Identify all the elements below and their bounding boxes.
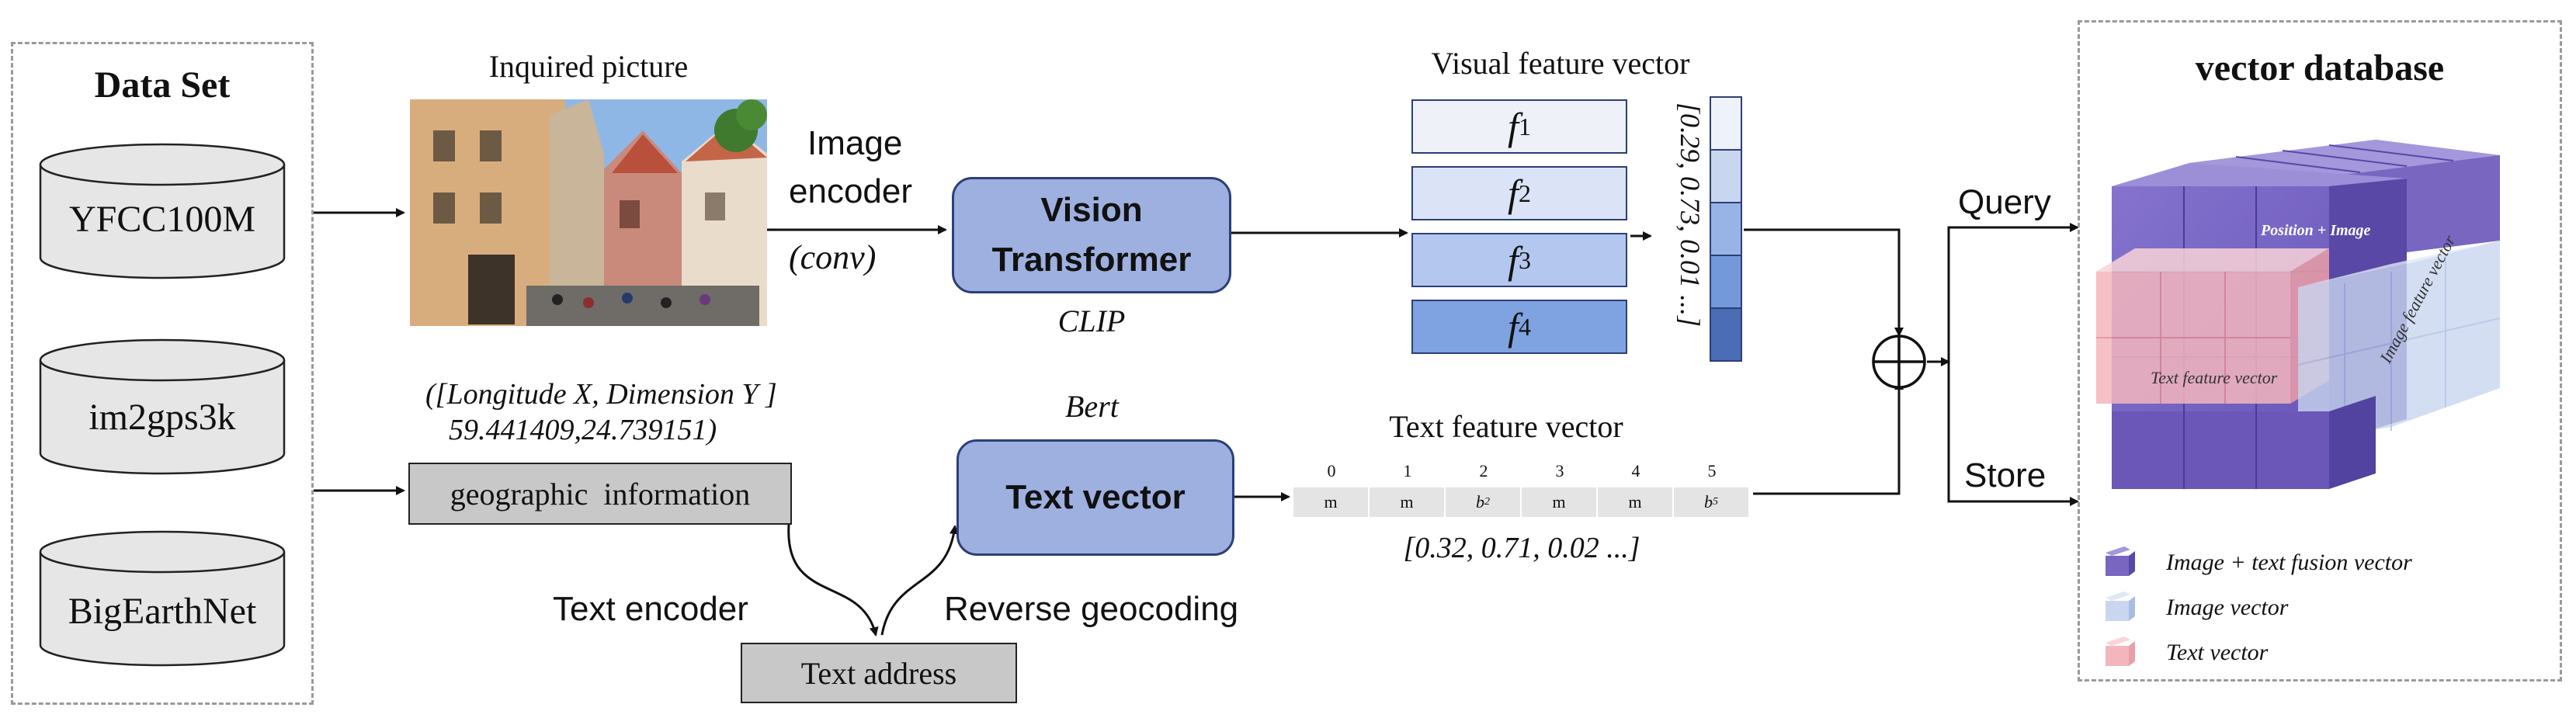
feature-f2-base: f [1508, 172, 1519, 215]
text-feature-title: Text feature vector [1389, 409, 1623, 444]
strip-cell-4 [1710, 255, 1742, 309]
cube-label-position-image: Position + Image [2261, 222, 2371, 239]
cube-label-text-feature: Text feature vector [2151, 368, 2278, 387]
text-encoder-label: Text encoder [553, 590, 748, 628]
token-index-2: 2 [1479, 461, 1488, 480]
dataset-panel [11, 42, 314, 705]
curve-address-to-textvector [880, 525, 959, 636]
dataset-item-yfcc: YFCC100M [68, 199, 256, 240]
coord-line-1: ([Longitude X, Dimension Y ] [425, 378, 777, 411]
strip-cell-3 [1710, 202, 1742, 256]
feature-f1-base: f [1508, 105, 1519, 148]
token-1-base: m [1400, 492, 1414, 512]
dataset-item-im2gps: im2gps3k [89, 397, 236, 438]
vit-line-2: Transformer [991, 241, 1192, 279]
line-visual-to-fusion [1744, 228, 1904, 337]
legend-cube-text [2106, 636, 2135, 666]
legend-cube-image [2106, 591, 2135, 621]
legend-swatches [2106, 546, 2135, 666]
token-cell-0: m [1293, 487, 1370, 517]
visual-vector-values: [0.29, 0.73, 0.01 ...] [1675, 102, 1706, 328]
text-vector-box: Text vector [956, 439, 1234, 556]
token-cell-4: m [1598, 487, 1674, 517]
token-index-5: 5 [1707, 461, 1717, 480]
feature-f3-sub: 3 [1518, 245, 1531, 274]
token-index-1: 1 [1403, 461, 1412, 480]
curve-geo-to-address [787, 524, 879, 636]
token-index-3: 3 [1555, 461, 1564, 480]
coord-line-2: 59.441409,24.739151) [449, 414, 717, 446]
dataset-item-bigearthnet: BigEarthNet [68, 591, 257, 632]
bert-label: Bert [1065, 389, 1119, 424]
feature-f4-sub: 4 [1518, 312, 1531, 341]
legend-label-image: Image vector [2166, 595, 2289, 620]
dataset-cylinders [39, 143, 286, 667]
token-2-base: b [1476, 492, 1484, 512]
cube-bottom-row [2112, 396, 2376, 489]
feature-f3-base: f [1508, 238, 1519, 282]
inquired-picture [410, 99, 767, 326]
reverse-geocoding-label: Reverse geocoding [944, 590, 1239, 628]
legend-cube-fusion [2106, 546, 2135, 576]
legend-label-fusion: Image + text fusion vector [2166, 550, 2412, 575]
fusion-symbol [1872, 335, 1926, 389]
cylinder-im2gps [39, 338, 286, 475]
token-index-4: 4 [1631, 461, 1640, 480]
text-address-box: Text address [741, 643, 1017, 703]
feature-f1-sub: 1 [1518, 112, 1531, 140]
token-5-sub: 5 [1713, 496, 1718, 508]
image-encoder-type: (conv) [789, 238, 877, 276]
text-feature-values: [0.32, 0.71, 0.02 ...] [1403, 532, 1640, 564]
token-0-base: m [1324, 492, 1338, 512]
dataset-title: Data Set [94, 64, 231, 106]
vector-database-title: vector database [2195, 47, 2445, 88]
legend-label-text: Text vector [2166, 640, 2269, 665]
vision-transformer-box: Vision Transformer [952, 177, 1231, 293]
arrow-query [1947, 223, 2079, 362]
token-3-base: m [1552, 492, 1566, 512]
token-cell-1: m [1370, 487, 1446, 517]
strip-cell-1 [1710, 96, 1742, 151]
token-index-0: 0 [1327, 461, 1336, 480]
line-text-to-fusion [1753, 380, 1904, 495]
strip-cell-5 [1710, 307, 1742, 362]
token-cell-3: m [1522, 487, 1598, 517]
vit-model-label: CLIP [1057, 304, 1126, 338]
token-5-base: b [1704, 492, 1713, 512]
vit-line-1: Vision [1040, 191, 1143, 229]
geographic-information-box: geographic information [408, 463, 792, 525]
cube-image-block [2297, 241, 2501, 442]
image-encoder-label-1: Image [807, 124, 903, 162]
strip-cell-2 [1710, 149, 1742, 203]
cylinder-yfcc [39, 143, 286, 279]
vector-database-panel [2078, 20, 2562, 682]
feature-f2-sub: 2 [1518, 179, 1531, 207]
vector-cube [2096, 140, 2501, 489]
token-2-sub: 2 [1484, 496, 1490, 508]
feature-f4-base: f [1508, 305, 1519, 349]
cylinder-bigearthnet [39, 530, 286, 667]
query-label: Query [1958, 183, 2051, 221]
token-4-base: m [1628, 492, 1642, 512]
visual-vector-title: Visual feature vector [1431, 46, 1690, 81]
arrow-store [1947, 362, 2079, 506]
picture-caption: Inquired picture [488, 49, 689, 84]
store-label: Store [1964, 456, 2047, 494]
image-encoder-label-2: encoder [789, 172, 913, 210]
